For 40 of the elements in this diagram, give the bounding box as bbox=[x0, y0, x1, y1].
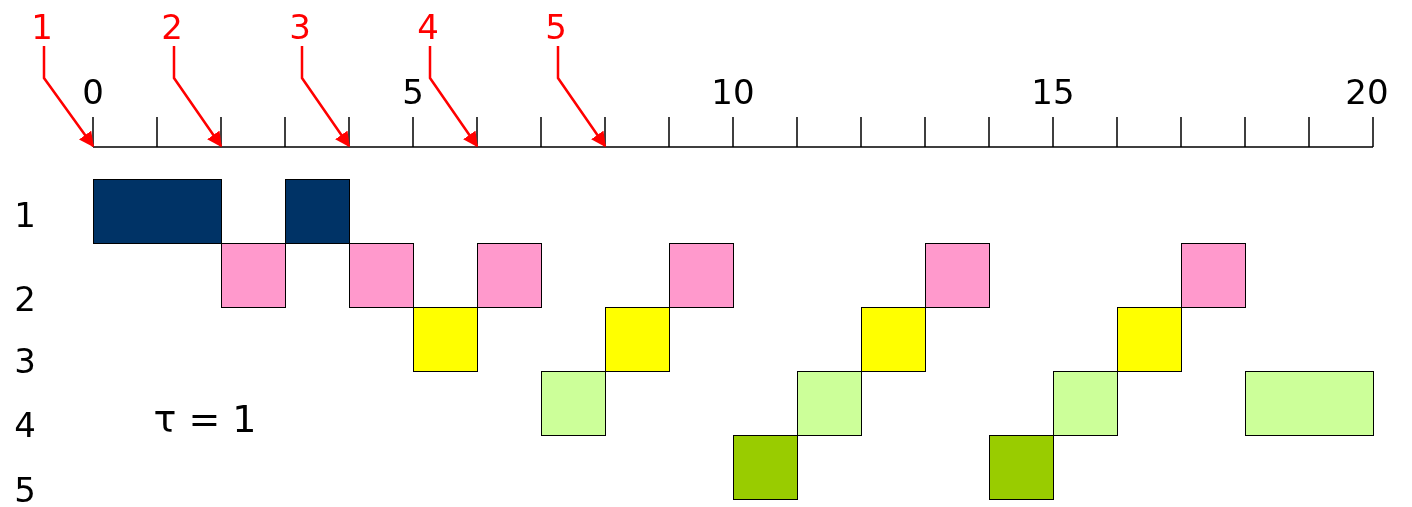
schedule-block bbox=[797, 371, 862, 436]
axis-tick-label: 10 bbox=[711, 75, 755, 109]
time-quantum-label: τ = 1 bbox=[153, 400, 257, 438]
callout-number: 4 bbox=[417, 10, 439, 44]
arrow bbox=[300, 46, 351, 148]
arrow bbox=[428, 46, 479, 148]
schedule-block bbox=[285, 179, 350, 244]
schedule-block bbox=[1117, 307, 1182, 372]
callout-number: 3 bbox=[289, 10, 311, 44]
schedule-block bbox=[925, 243, 990, 308]
schedule-block bbox=[1245, 371, 1374, 436]
axis-tick-label: 15 bbox=[1031, 75, 1075, 109]
arrow bbox=[172, 46, 223, 148]
axis-tick-label: 20 bbox=[1345, 75, 1389, 109]
row-label: 1 bbox=[14, 198, 36, 232]
axis-tick-label: 0 bbox=[82, 75, 104, 109]
arrow bbox=[556, 46, 607, 148]
schedule-block bbox=[989, 435, 1054, 500]
callout-number: 5 bbox=[545, 10, 567, 44]
axis-tick-label: 5 bbox=[402, 75, 424, 109]
schedule-block bbox=[669, 243, 734, 308]
schedule-block bbox=[93, 179, 222, 244]
schedule-block bbox=[1181, 243, 1246, 308]
schedule-block bbox=[541, 371, 606, 436]
schedule-block bbox=[477, 243, 542, 308]
row-label: 3 bbox=[14, 344, 36, 378]
callout-number: 2 bbox=[161, 10, 183, 44]
schedule-block bbox=[605, 307, 670, 372]
row-label: 4 bbox=[14, 408, 36, 442]
schedule-block bbox=[733, 435, 798, 500]
schedule-block bbox=[349, 243, 414, 308]
schedule-block bbox=[861, 307, 926, 372]
row-label: 5 bbox=[14, 473, 36, 507]
row-label: 2 bbox=[14, 282, 36, 316]
time-axis bbox=[92, 116, 1374, 148]
callout-number: 1 bbox=[31, 10, 53, 44]
arrow bbox=[42, 46, 94, 148]
schedule-block bbox=[1053, 371, 1118, 436]
schedule-block bbox=[413, 307, 478, 372]
schedule-block bbox=[221, 243, 286, 308]
